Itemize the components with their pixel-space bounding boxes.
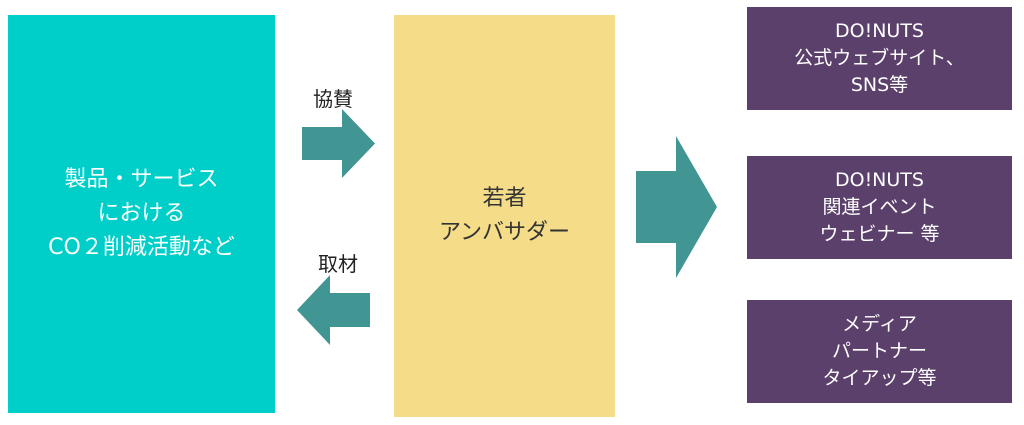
ambassador-line-1: 若者: [482, 186, 527, 211]
output-2-line-3: ウェビナー 等: [819, 223, 940, 245]
coverage-arrow-shape: [297, 275, 370, 345]
output-box-media: メディア パートナー タイアップ等: [747, 300, 1012, 403]
output-3-line-1: メディア: [842, 313, 917, 335]
ambassador-line-2: アンバサダー: [438, 220, 571, 245]
source-line-1: 製品・サービス: [64, 167, 219, 192]
output-arrow-icon: [636, 136, 717, 278]
coverage-label: 取材: [318, 252, 358, 276]
output-2-line-1: DO!NUTS: [834, 169, 924, 191]
output-1-line-2: 公式ウェブサイト、: [794, 47, 965, 69]
output-3-line-2: パートナー: [831, 340, 927, 362]
sponsor-arrow-icon: [302, 109, 375, 178]
output-box-website: DO!NUTS 公式ウェブサイト、 SNS等: [747, 7, 1012, 110]
output-box-events: DO!NUTS 関連イベント ウェビナー 等: [747, 156, 1012, 259]
output-1-line-3: SNS等: [850, 74, 909, 96]
output-arrow-shape: [636, 136, 717, 278]
source-line-3: CO２削減活動など: [48, 235, 235, 260]
source-box: 製品・サービス における CO２削減活動など: [8, 15, 275, 413]
coverage-arrow-icon: [297, 275, 370, 345]
sponsor-arrow-shape: [302, 109, 375, 178]
output-2-line-2: 関連イベント: [822, 196, 937, 218]
ambassador-box: 若者 アンバサダー: [394, 15, 615, 417]
output-1-line-1: DO!NUTS: [835, 20, 924, 42]
sponsor-label: 協賛: [313, 87, 353, 111]
source-line-2: における: [97, 201, 186, 226]
output-3-line-3: タイアップ等: [822, 367, 937, 389]
